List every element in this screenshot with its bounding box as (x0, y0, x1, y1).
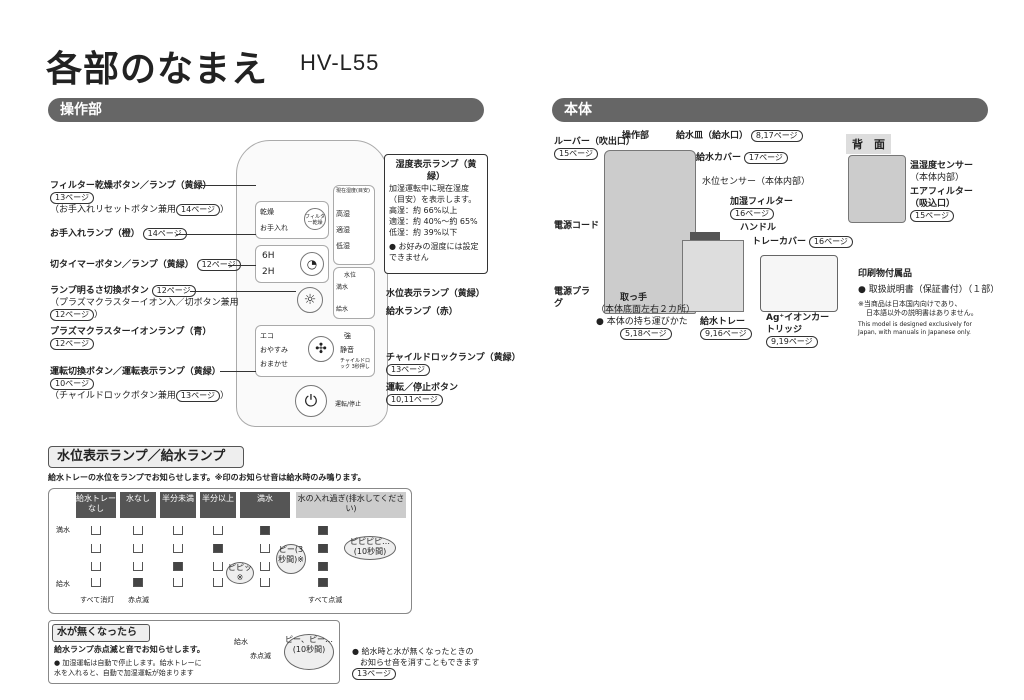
row-full-label: 満水 (56, 526, 70, 534)
panel-child-label: チャイルドロック 3秒押し (340, 358, 370, 370)
callout-air-filter: エアフィルター（吸込口）15ページ (910, 187, 973, 222)
panel-2h-label: 2H (262, 267, 275, 277)
callout-plug: 電源プラグ (554, 287, 591, 309)
back-view-label: 背 面 (846, 134, 891, 154)
power-button[interactable]: ⏻ (295, 385, 327, 417)
timer-button[interactable]: ◔ (300, 252, 324, 276)
callout-tray-cover: トレーカバー 16ページ (752, 236, 853, 248)
water-level-group: 水位 満水 給水 (333, 267, 375, 319)
callout-sensor: 水位センサー（本体内部） (702, 177, 811, 187)
water-section-title: 水位表示ランプ／給水ランプ (48, 446, 244, 468)
section-control-header: 操作部 (48, 98, 484, 122)
callout-care-lamp: お手入れランプ（橙） 14ページ (50, 228, 187, 240)
empty-water-note: ● 加湿運転は自動で停止します。給水トレーに水を入れると、自動で加湿運転が始まり… (54, 659, 202, 677)
callout-handle: ハンドル (740, 223, 777, 233)
callout-off-timer: 切タイマーボタン／ランプ（黄緑） 12ページ (50, 259, 241, 271)
label-red-blink: 赤点滅 (128, 596, 149, 604)
col-empty: 水なし (120, 492, 156, 518)
panel-quiet-label: 静音 (340, 346, 354, 354)
panel-supply-label: 給水 (336, 306, 349, 313)
beep-bubble-1: ピー(3秒間)※ (276, 544, 306, 574)
callout-cover: 給水カバー 17ページ (696, 152, 788, 164)
model-number: HV-L55 (300, 50, 380, 75)
label-all-off: すべて消灯 (80, 596, 115, 604)
empty-water-box (48, 620, 340, 684)
water-level-table (48, 488, 412, 614)
callout-louver: ルーバー（吹出口）15ページ (554, 137, 635, 160)
callout-supply-lamp: 給水ランプ（赤） (386, 307, 458, 317)
page-title: 各部のなまえ (46, 49, 269, 90)
water-tray-illustration (682, 240, 744, 312)
humidity-lamp-group: 現在湿度(目安) 高湿 適湿 低湿 (333, 185, 375, 265)
callout-power: 運転／停止ボタン 10,11ページ (386, 383, 459, 406)
col-overfill: 水の入れ過ぎ(排水してください) (296, 492, 406, 518)
beep-bubble-3: ピピピピ…(10秒間) (344, 536, 396, 560)
mode-button[interactable]: ✣ (308, 336, 334, 362)
section-body-header: 本体 (552, 98, 988, 122)
callout-grip: 取っ手 （本体底面左右２カ所） ● 本体の持ち運びかた 5,18ページ (596, 293, 696, 340)
panel-water-label: 水位 (344, 272, 357, 279)
callout-child-lock: チャイルドロックランプ（黄緑） 13ページ (386, 353, 521, 376)
empty-supply-label: 給水 (234, 638, 248, 646)
brightness-button[interactable]: ☼ (297, 287, 323, 313)
empty-beep-bubble: ピー、ピー…(10秒間) (284, 634, 334, 670)
row-supply-label: 給水 (56, 580, 70, 588)
panel-run-stop-label: 運転/停止 (335, 401, 362, 408)
col-over-half: 半分以上 (200, 492, 236, 518)
panel-dry-label: 乾燥 (260, 208, 274, 216)
panel-auto-label: おまかせ (260, 360, 288, 368)
empty-water-title: 水が無くなったら (52, 624, 150, 642)
panel-sleep-label: おやすみ (260, 346, 288, 354)
timer-group: 6H 2H ◔ (255, 245, 329, 283)
panel-eco-label: エコ (260, 332, 274, 340)
panel-mid-label: 適湿 (336, 226, 350, 234)
callout-hs-sensor: 温湿度センサー（本体内部） (910, 161, 974, 183)
panel-strong-label: 強 (344, 332, 351, 340)
col-full: 満水 (240, 492, 290, 518)
mode-group: エコ おやすみ おまかせ ✣ 強 静音 チャイルドロック 3秒押し (255, 325, 375, 377)
callout-plasma: プラズマクラスターイオンランプ（青） 12ページ (50, 327, 212, 350)
panel-care-label: お手入れ (260, 224, 288, 232)
humidity-lamp-callout: 湿度表示ランプ（黄緑） 加湿運転中に現在湿度（目安）を表示します。 高湿：約 6… (384, 154, 488, 274)
filter-dry-group: 乾燥 お手入れ フィルター乾燥 (255, 201, 329, 239)
callout-water-level: 水位表示ランプ（黄緑） (386, 289, 485, 299)
sound-off-note: ● 給水時と水が無くなったときの お知らせ音を消すこともできます 13ページ (352, 647, 480, 680)
beep-bubble-2: ピピッ※ (226, 562, 254, 584)
col-under-half: 半分未満 (160, 492, 196, 518)
control-panel-illustration: 乾燥 お手入れ フィルター乾燥 6H 2H ◔ ☼ 現在湿度(目安) 高湿 適湿… (236, 140, 388, 427)
back-view-illustration (848, 155, 906, 223)
panel-low-label: 低湿 (336, 242, 350, 250)
panel-full-label: 満水 (336, 284, 349, 291)
empty-blink-label: 赤点滅 (250, 652, 271, 660)
label-all-blink: すべて点滅 (308, 596, 343, 604)
callout-cord: 電源コード (554, 221, 600, 231)
print-accessories: 印刷物付属品 ● 取扱説明書（保証書付）（１部） ※当商品は日本国内向けであり、… (858, 269, 1000, 336)
panel-6h-label: 6H (262, 251, 275, 261)
callout-mode: 運転切換ボタン／運転表示ランプ（黄緑） 10ページ （チャイルドロックボタン兼用… (50, 367, 229, 402)
panel-high-label: 高湿 (336, 210, 350, 218)
callout-tray-dish: 給水皿（給水口） 8,17ページ (676, 130, 803, 142)
empty-water-desc: 給水ランプ赤点滅と音でお知らせします。 (54, 645, 205, 654)
ag-cartridge-illustration (760, 255, 838, 312)
callout-panel: 操作部 (622, 131, 650, 141)
water-section-desc: 給水トレーの水位をランプでお知らせします。※印のお知らせ音は給水時のみ鳴ります。 (48, 473, 366, 482)
panel-humidity-label: 現在湿度(目安) (336, 188, 370, 194)
filter-dry-button[interactable]: フィルター乾燥 (304, 208, 326, 230)
humidifier-body-illustration (604, 150, 696, 314)
col-no-tray: 給水トレーなし (76, 492, 116, 518)
